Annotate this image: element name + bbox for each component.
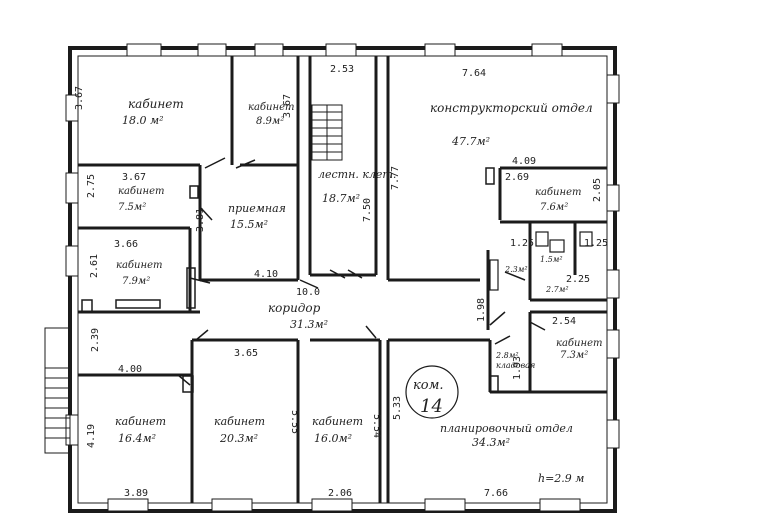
dimension: 2.61 [89, 254, 100, 278]
room-area-wc3: 2.3м² [504, 265, 528, 274]
dimension: 3.81 [195, 208, 206, 232]
dimension: 1.25 [584, 238, 608, 249]
dimension: 7.64 [462, 68, 486, 79]
dimension: 2.39 [90, 328, 101, 352]
stamp-line-1: ком. [413, 378, 444, 393]
room-name-corridor: коридор [268, 301, 321, 315]
dimension: 3.67 [122, 172, 146, 183]
dimension: 2.54 [552, 316, 576, 327]
room-area-r11: 20.3м² [219, 432, 258, 445]
ceiling-height-note: h=2.9 м [538, 472, 584, 485]
room-name-r7: кабинет [535, 187, 581, 198]
room-area-r8: 7.3м² [560, 350, 588, 361]
room-name-r2: кабинет [248, 102, 294, 113]
room-area-storage: 2.8м² [495, 351, 519, 360]
dimension: 7.50 [362, 198, 373, 222]
room-name-r11: кабинет [214, 415, 265, 428]
room-name-reception: приемная [228, 202, 286, 215]
dimension: 3.66 [114, 239, 138, 250]
room-area-reception: 15.5м² [230, 218, 268, 231]
room-name-design: конструкторский отдел [430, 101, 593, 115]
dimension: 5.54 [371, 414, 382, 438]
room-name-r8: кабинет [556, 338, 602, 349]
external-stair [44, 327, 71, 454]
dimension: 4.00 [118, 364, 142, 375]
wc-fixtures [489, 231, 593, 291]
room-area-wc2: 2.7м² [545, 285, 569, 294]
dimension: 5.33 [392, 396, 403, 420]
room-area-planning: 34.3м² [472, 436, 510, 449]
room-name-planning: планировочный отдел [440, 422, 573, 435]
interior-walls [78, 56, 607, 503]
room-name-storage: кладовая [496, 361, 535, 370]
dimension: 1.98 [476, 298, 487, 322]
dimension: 1.93 [512, 356, 523, 380]
dimension: 1.25 [510, 238, 534, 249]
dimension: 3.67 [282, 94, 293, 118]
dimension: 10.0 [296, 287, 320, 298]
dimension-labels: 3.67 3.67 2.53 7.64 3.67 2.75 3.81 7.77 … [74, 64, 608, 499]
room-area-r5: 7.5м² [118, 202, 146, 213]
dimension: 3.89 [124, 488, 148, 499]
dimension: 7.77 [390, 166, 401, 190]
windows-top [126, 43, 563, 57]
room-name-r6: кабинет [116, 260, 162, 271]
room-name-r12: кабинет [312, 415, 363, 428]
room-name-r1: кабинет [128, 97, 184, 111]
windows-right [606, 74, 620, 449]
stairs [311, 104, 343, 161]
room-number-stamp: ком. 14 [405, 365, 459, 419]
room-area-wc1: 1.5м² [540, 255, 563, 264]
stamp-line-2: 14 [420, 396, 443, 417]
dimension: 3.67 [74, 86, 85, 110]
dimension: 2.75 [86, 174, 97, 198]
room-area-design: 47.7м² [451, 135, 490, 148]
radiators [81, 167, 499, 393]
room-area-r7: 7.6м² [540, 202, 568, 213]
room-area-r2: 8.9м² [256, 116, 284, 127]
dimension: 7.66 [484, 488, 508, 499]
room-name-stair: лестн. клет. [318, 168, 396, 181]
windows-bottom [107, 498, 581, 512]
room-area-r1: 18.0 м² [122, 114, 164, 127]
dimension: 4.19 [86, 424, 97, 448]
dimension: 2.05 [592, 178, 603, 202]
room-name-r5: кабинет [118, 186, 164, 197]
door-swings [177, 157, 546, 386]
room-area-r6: 7.9м² [122, 276, 150, 287]
room-labels: кабинет 18.0 м² кабинет 8.9м² лестн. кле… [115, 97, 602, 485]
dimension: 4.10 [254, 269, 278, 280]
room-area-stair: 18.7м² [322, 192, 360, 205]
dimension: 2.06 [328, 488, 352, 499]
room-area-r10: 16.4м² [118, 432, 156, 445]
room-area-corridor: 31.3м² [290, 318, 328, 331]
room-area-r12: 16.0м² [314, 432, 352, 445]
dimension: 4.09 [512, 156, 536, 167]
room-name-r10: кабинет [115, 415, 166, 428]
dimension: 2.53 [330, 64, 354, 75]
dimension: 2.69 [505, 172, 529, 183]
dimension: 2.25 [566, 274, 590, 285]
dimension: 3.65 [234, 348, 258, 359]
dimension: 5.55 [289, 410, 300, 434]
